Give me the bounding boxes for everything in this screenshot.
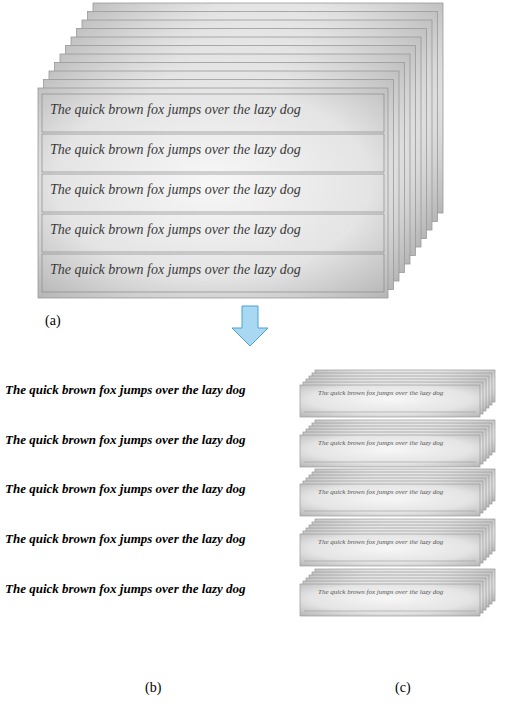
line-frame: [304, 462, 476, 463]
line-image: [300, 534, 480, 566]
handwriting-line: The quick brown fox jumps over the lazy …: [5, 481, 246, 497]
handwriting-line: The quick brown fox jumps over the lazy …: [50, 102, 301, 118]
line-frame: [42, 254, 384, 292]
line-frame: [42, 134, 384, 172]
line-frame: [304, 561, 476, 562]
handwriting-line: The quick brown fox jumps over the lazy …: [5, 531, 246, 546]
line-image: [300, 435, 480, 467]
line-image-stack: [300, 370, 495, 417]
down-arrow: [232, 306, 268, 346]
handwriting-line: The quick brown fox jumps over the lazy …: [50, 102, 301, 117]
handwriting-line: The quick brown fox jumps over the lazy …: [5, 382, 246, 398]
handwriting-line: The quick brown fox jumps over the lazy …: [50, 222, 301, 238]
line-image: [300, 484, 480, 516]
handwriting-line: The quick brown fox jumps over the lazy …: [318, 588, 443, 596]
line-image: [300, 584, 480, 616]
line-image-stack: [300, 420, 495, 467]
line-image-stack: [300, 569, 495, 616]
handwriting-line: The quick brown fox jumps over the lazy …: [318, 538, 443, 546]
line-frame: [304, 611, 476, 612]
handwriting-line: The quick brown fox jumps over the lazy …: [318, 488, 443, 496]
handwriting-line: The quick brown fox jumps over the lazy …: [5, 581, 246, 597]
line-image: [300, 385, 480, 417]
handwriting-line: The quick brown fox jumps over the lazy …: [5, 581, 246, 596]
handwriting-line: The quick brown fox jumps over the lazy …: [318, 439, 443, 447]
handwriting-line: The quick brown fox jumps over the lazy …: [318, 389, 443, 397]
panel-label: (a): [45, 313, 61, 329]
panel-label: (b): [145, 680, 161, 696]
handwriting-line: The quick brown fox jumps over the lazy …: [50, 182, 301, 197]
handwriting-line: The quick brown fox jumps over the lazy …: [50, 182, 301, 198]
handwriting-line: The quick brown fox jumps over the lazy …: [318, 488, 443, 496]
handwriting-line: The quick brown fox jumps over the lazy …: [50, 262, 301, 277]
handwriting-line: The quick brown fox jumps over the lazy …: [5, 432, 246, 448]
handwriting-line: The quick brown fox jumps over the lazy …: [318, 389, 443, 397]
handwriting-line: The quick brown fox jumps over the lazy …: [318, 439, 443, 447]
handwriting-line: The quick brown fox jumps over the lazy …: [318, 588, 443, 596]
line-frame: [42, 174, 384, 212]
line-image-stack: [300, 469, 495, 516]
line-frame: [42, 94, 384, 132]
handwriting-line: The quick brown fox jumps over the lazy …: [5, 531, 246, 547]
handwriting-line: The quick brown fox jumps over the lazy …: [5, 481, 246, 496]
panel-label: (c): [395, 680, 411, 696]
handwriting-line: The quick brown fox jumps over the lazy …: [5, 432, 246, 447]
panel-label: (b): [145, 680, 161, 695]
page-stack: [38, 3, 443, 298]
line-frame: [42, 214, 384, 252]
panel-label: (c): [395, 680, 411, 695]
scanned-page: [38, 88, 388, 298]
handwriting-line: The quick brown fox jumps over the lazy …: [5, 382, 246, 397]
handwriting-line: The quick brown fox jumps over the lazy …: [50, 142, 301, 158]
handwriting-line: The quick brown fox jumps over the lazy …: [318, 538, 443, 546]
handwriting-line: The quick brown fox jumps over the lazy …: [50, 142, 301, 157]
line-frame: [304, 412, 476, 413]
handwriting-line: The quick brown fox jumps over the lazy …: [50, 222, 301, 237]
panel-label: (a): [45, 313, 61, 328]
line-image-stack: [300, 519, 495, 566]
line-frame: [304, 511, 476, 512]
handwriting-line: The quick brown fox jumps over the lazy …: [50, 262, 301, 278]
